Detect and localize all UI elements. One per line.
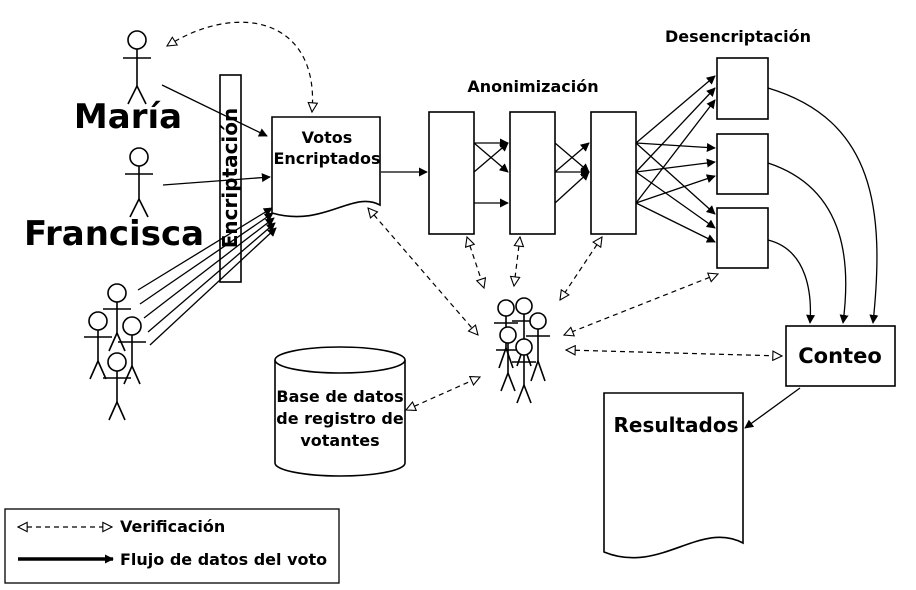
mix-server-3 xyxy=(590,111,637,235)
count-label: Conteo xyxy=(798,344,882,368)
legend-flow-label: Flujo de datos del voto xyxy=(120,550,327,569)
decryption-box-1 xyxy=(716,57,769,120)
voter-registry-database xyxy=(274,346,406,477)
results-label: Resultados xyxy=(614,413,739,437)
mix-server-2 xyxy=(509,111,556,235)
encrypted-votes-document xyxy=(271,116,381,218)
database-line1: Base de datos xyxy=(276,387,403,406)
decryption-arrows xyxy=(635,75,716,243)
encrypted-votes-line1: Votos xyxy=(302,128,353,147)
decryption-box-2 xyxy=(716,133,769,195)
verification-arrows xyxy=(368,208,782,410)
voter-group-figure xyxy=(84,283,146,421)
decryption-box-3 xyxy=(716,207,769,269)
decryption-label: Desencriptación xyxy=(665,27,811,46)
decryption-to-count-arrows xyxy=(767,87,879,324)
mix-server-1 xyxy=(428,111,475,235)
voter-francisca-name: Francisca xyxy=(24,214,204,254)
mix-arrows xyxy=(473,138,590,208)
count-to-results-arrow xyxy=(744,387,801,429)
verification-maria-votes xyxy=(167,21,313,112)
voter-francisca-figure xyxy=(125,147,153,218)
database-line3: votantes xyxy=(300,431,379,450)
results-document xyxy=(603,392,744,559)
voter-maria-name: María xyxy=(74,97,182,137)
legend: Verificación Flujo de datos del voto xyxy=(4,508,340,584)
legend-verification-label: Verificación xyxy=(120,517,225,536)
voter-maria-figure xyxy=(123,30,151,105)
encrypted-votes-line2: Encriptados xyxy=(273,149,380,168)
count-box xyxy=(785,325,896,387)
anonymization-label: Anonimización xyxy=(467,77,598,96)
database-line2: de registro de xyxy=(276,409,404,428)
encryption-label: Encriptación xyxy=(218,108,242,249)
observers-group-figure xyxy=(494,297,550,404)
